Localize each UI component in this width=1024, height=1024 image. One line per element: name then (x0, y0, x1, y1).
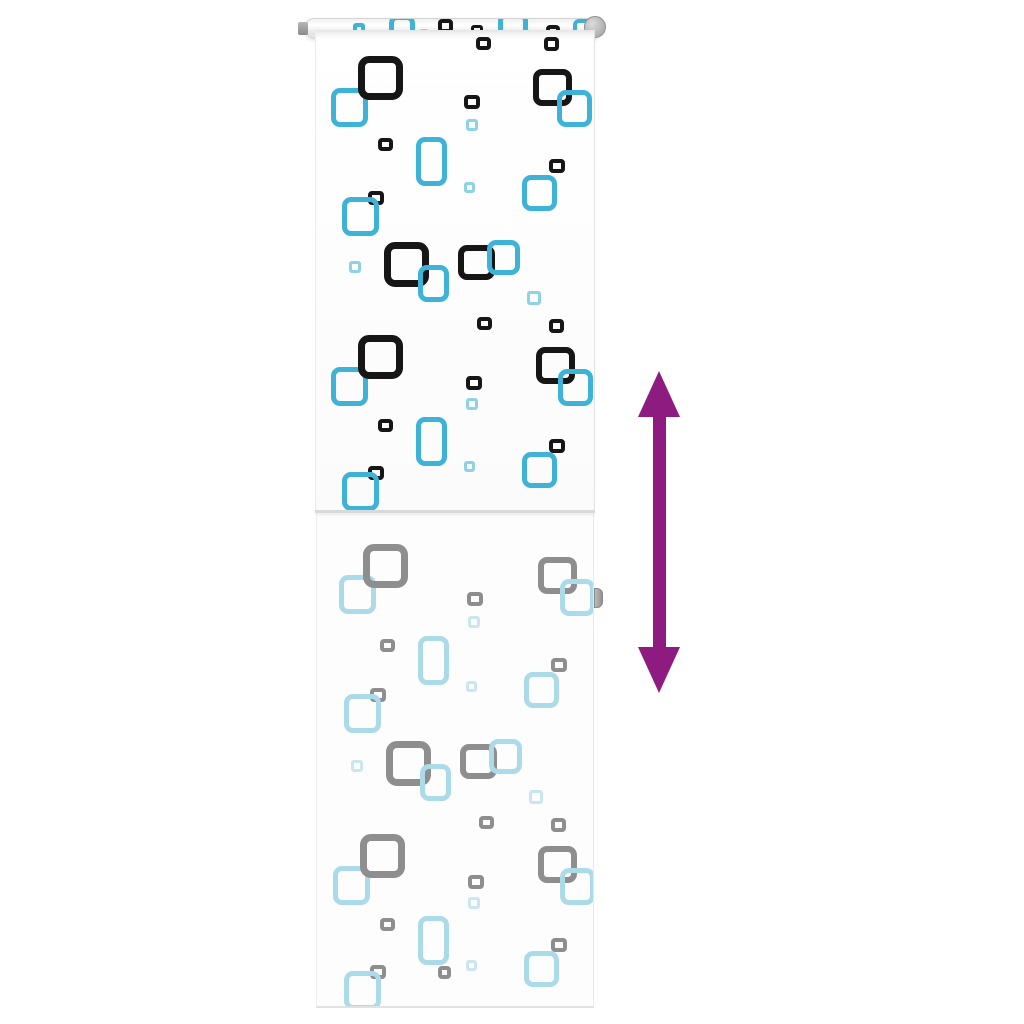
pattern-square (551, 818, 566, 832)
pattern-square (438, 966, 451, 979)
blind-panel-lower (316, 512, 594, 1008)
pattern-square (466, 398, 478, 410)
pattern-square (466, 681, 477, 692)
arrow-shaft (652, 415, 666, 649)
pattern-square (468, 897, 480, 909)
roller-end-pin-left (298, 22, 308, 35)
arrow-head-up-icon (638, 371, 680, 417)
pattern-square (544, 37, 559, 51)
pattern-square (551, 938, 567, 952)
pattern-square (339, 575, 376, 614)
pattern-square (378, 138, 393, 151)
arrow-head-down-icon (638, 647, 680, 693)
pattern-square (384, 242, 429, 287)
pattern-square (464, 182, 475, 193)
pattern-square (487, 240, 520, 275)
pattern-square (386, 741, 431, 786)
pattern-square (360, 834, 405, 878)
pattern-square (464, 461, 475, 472)
pattern-square (533, 69, 572, 106)
pattern-square (557, 90, 592, 127)
pattern-square (538, 557, 577, 594)
pattern-square (342, 197, 379, 236)
pattern-square (466, 119, 478, 131)
pattern-square (331, 88, 368, 127)
pattern-square (479, 816, 494, 829)
pattern-square (489, 739, 522, 774)
pattern-square (467, 592, 483, 606)
pattern-square (549, 439, 565, 453)
pattern-square (358, 56, 403, 100)
pattern-square (363, 544, 408, 588)
pattern-square (529, 790, 543, 804)
pattern-square (466, 376, 482, 390)
pattern-square (477, 317, 492, 330)
pattern-square (468, 616, 480, 628)
pattern-square (551, 658, 567, 672)
pattern-square (420, 764, 451, 801)
pattern-square (378, 419, 393, 432)
pattern-square (468, 875, 484, 889)
pattern-square (351, 760, 363, 772)
pattern-square (344, 971, 381, 1006)
pattern-square (560, 868, 593, 905)
side-knob (594, 588, 603, 608)
pattern-square (527, 291, 541, 305)
pattern-square (349, 261, 361, 273)
pattern-square (416, 417, 447, 466)
pattern-square (464, 95, 480, 109)
pattern-square (466, 960, 477, 971)
blind-panel-upper (315, 30, 595, 512)
pattern-square (522, 175, 557, 211)
pattern-square (418, 265, 449, 302)
pattern-square (549, 319, 564, 333)
pattern-square (344, 694, 381, 733)
pattern-square (331, 367, 368, 406)
pattern-square (416, 137, 447, 186)
pattern-square (522, 452, 557, 488)
pattern-square (476, 37, 491, 50)
pattern-square (536, 347, 575, 384)
pattern-square (358, 335, 403, 379)
pattern-square (460, 744, 497, 779)
pattern-square (380, 918, 395, 931)
pattern-square (524, 951, 559, 987)
pattern-square (458, 245, 495, 280)
pattern-square (538, 846, 577, 883)
pattern-square (560, 579, 593, 616)
pattern-square (418, 636, 449, 685)
pattern-square (380, 639, 395, 652)
pattern-square (558, 369, 593, 406)
pattern-square (333, 866, 370, 905)
pattern-square (342, 472, 379, 511)
panel-seam (315, 510, 595, 513)
pattern-square (418, 916, 449, 965)
pattern-square (524, 672, 559, 708)
pattern-square (549, 159, 565, 173)
